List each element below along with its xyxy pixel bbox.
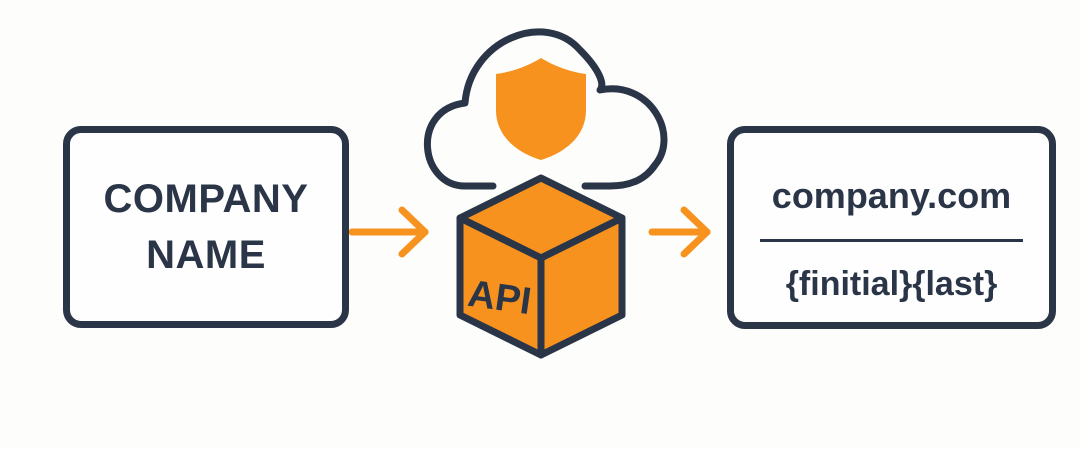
cube-icon [456, 174, 626, 359]
arrow-icon-left [348, 206, 429, 258]
email-format-box: company.com {finitial}{last} [727, 126, 1056, 329]
company-name-line1: COMPANY [103, 177, 309, 221]
domain-text: company.com [771, 175, 1012, 216]
arrow-icon-right [648, 206, 711, 258]
api-label: API [465, 273, 534, 323]
company-name-box: COMPANY NAME [63, 126, 349, 328]
cloud-icon [424, 28, 668, 190]
divider [760, 239, 1023, 242]
company-name-line2: NAME [146, 233, 266, 277]
email-pattern-text: {finitial}{last} [785, 265, 998, 303]
shield-icon [496, 58, 586, 160]
